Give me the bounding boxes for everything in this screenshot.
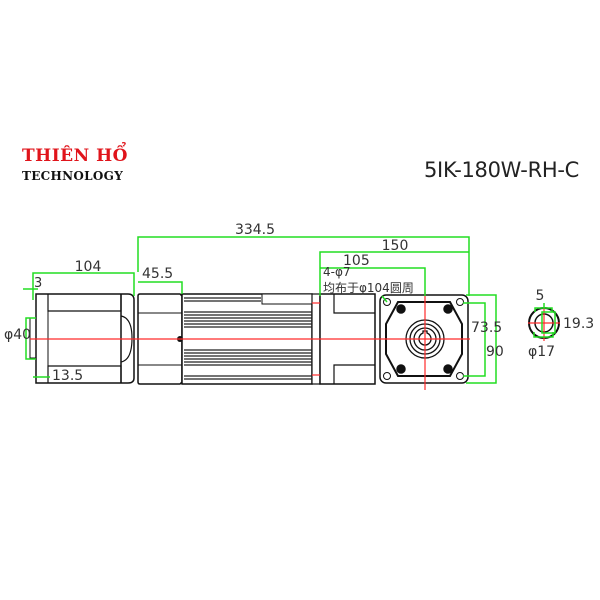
motor-fins	[184, 297, 312, 380]
dimension-labels: 334.5 150 105 104 45.5 3 φ40 13.5 4-φ7 均…	[4, 222, 594, 384]
dim-mount-holes-note: 均布于φ104圆周	[323, 281, 414, 295]
brand-logo: THIÊN HỔ TECHNOLOGY	[22, 146, 128, 183]
dim-hole-spacing: 105	[343, 253, 370, 269]
dim-flange-height: 90	[486, 344, 504, 360]
dimension-lines	[23, 236, 556, 384]
dim-brake-diameter: φ40	[4, 327, 31, 343]
dim-bolt-center-height: 73.5	[471, 320, 502, 336]
dim-shaft-key-height: 19.3	[563, 316, 594, 332]
dim-key-width: 5	[536, 288, 545, 304]
brand-subtitle: TECHNOLOGY	[22, 169, 124, 183]
dim-mount-holes: 4-φ7	[323, 265, 351, 279]
dim-terminal-length: 45.5	[142, 266, 173, 282]
dim-brake-length: 104	[75, 259, 102, 275]
model-number: 5IK-180W-RH-C	[424, 158, 579, 182]
dim-gearbox-length: 150	[382, 238, 409, 254]
dim-brake-step: 13.5	[52, 368, 83, 384]
brand-name: THIÊN HỔ	[22, 146, 128, 166]
dim-flange-offset: 3	[34, 276, 42, 291]
dim-shaft-diameter: φ17	[528, 344, 555, 360]
dim-overall-length: 334.5	[235, 222, 275, 238]
